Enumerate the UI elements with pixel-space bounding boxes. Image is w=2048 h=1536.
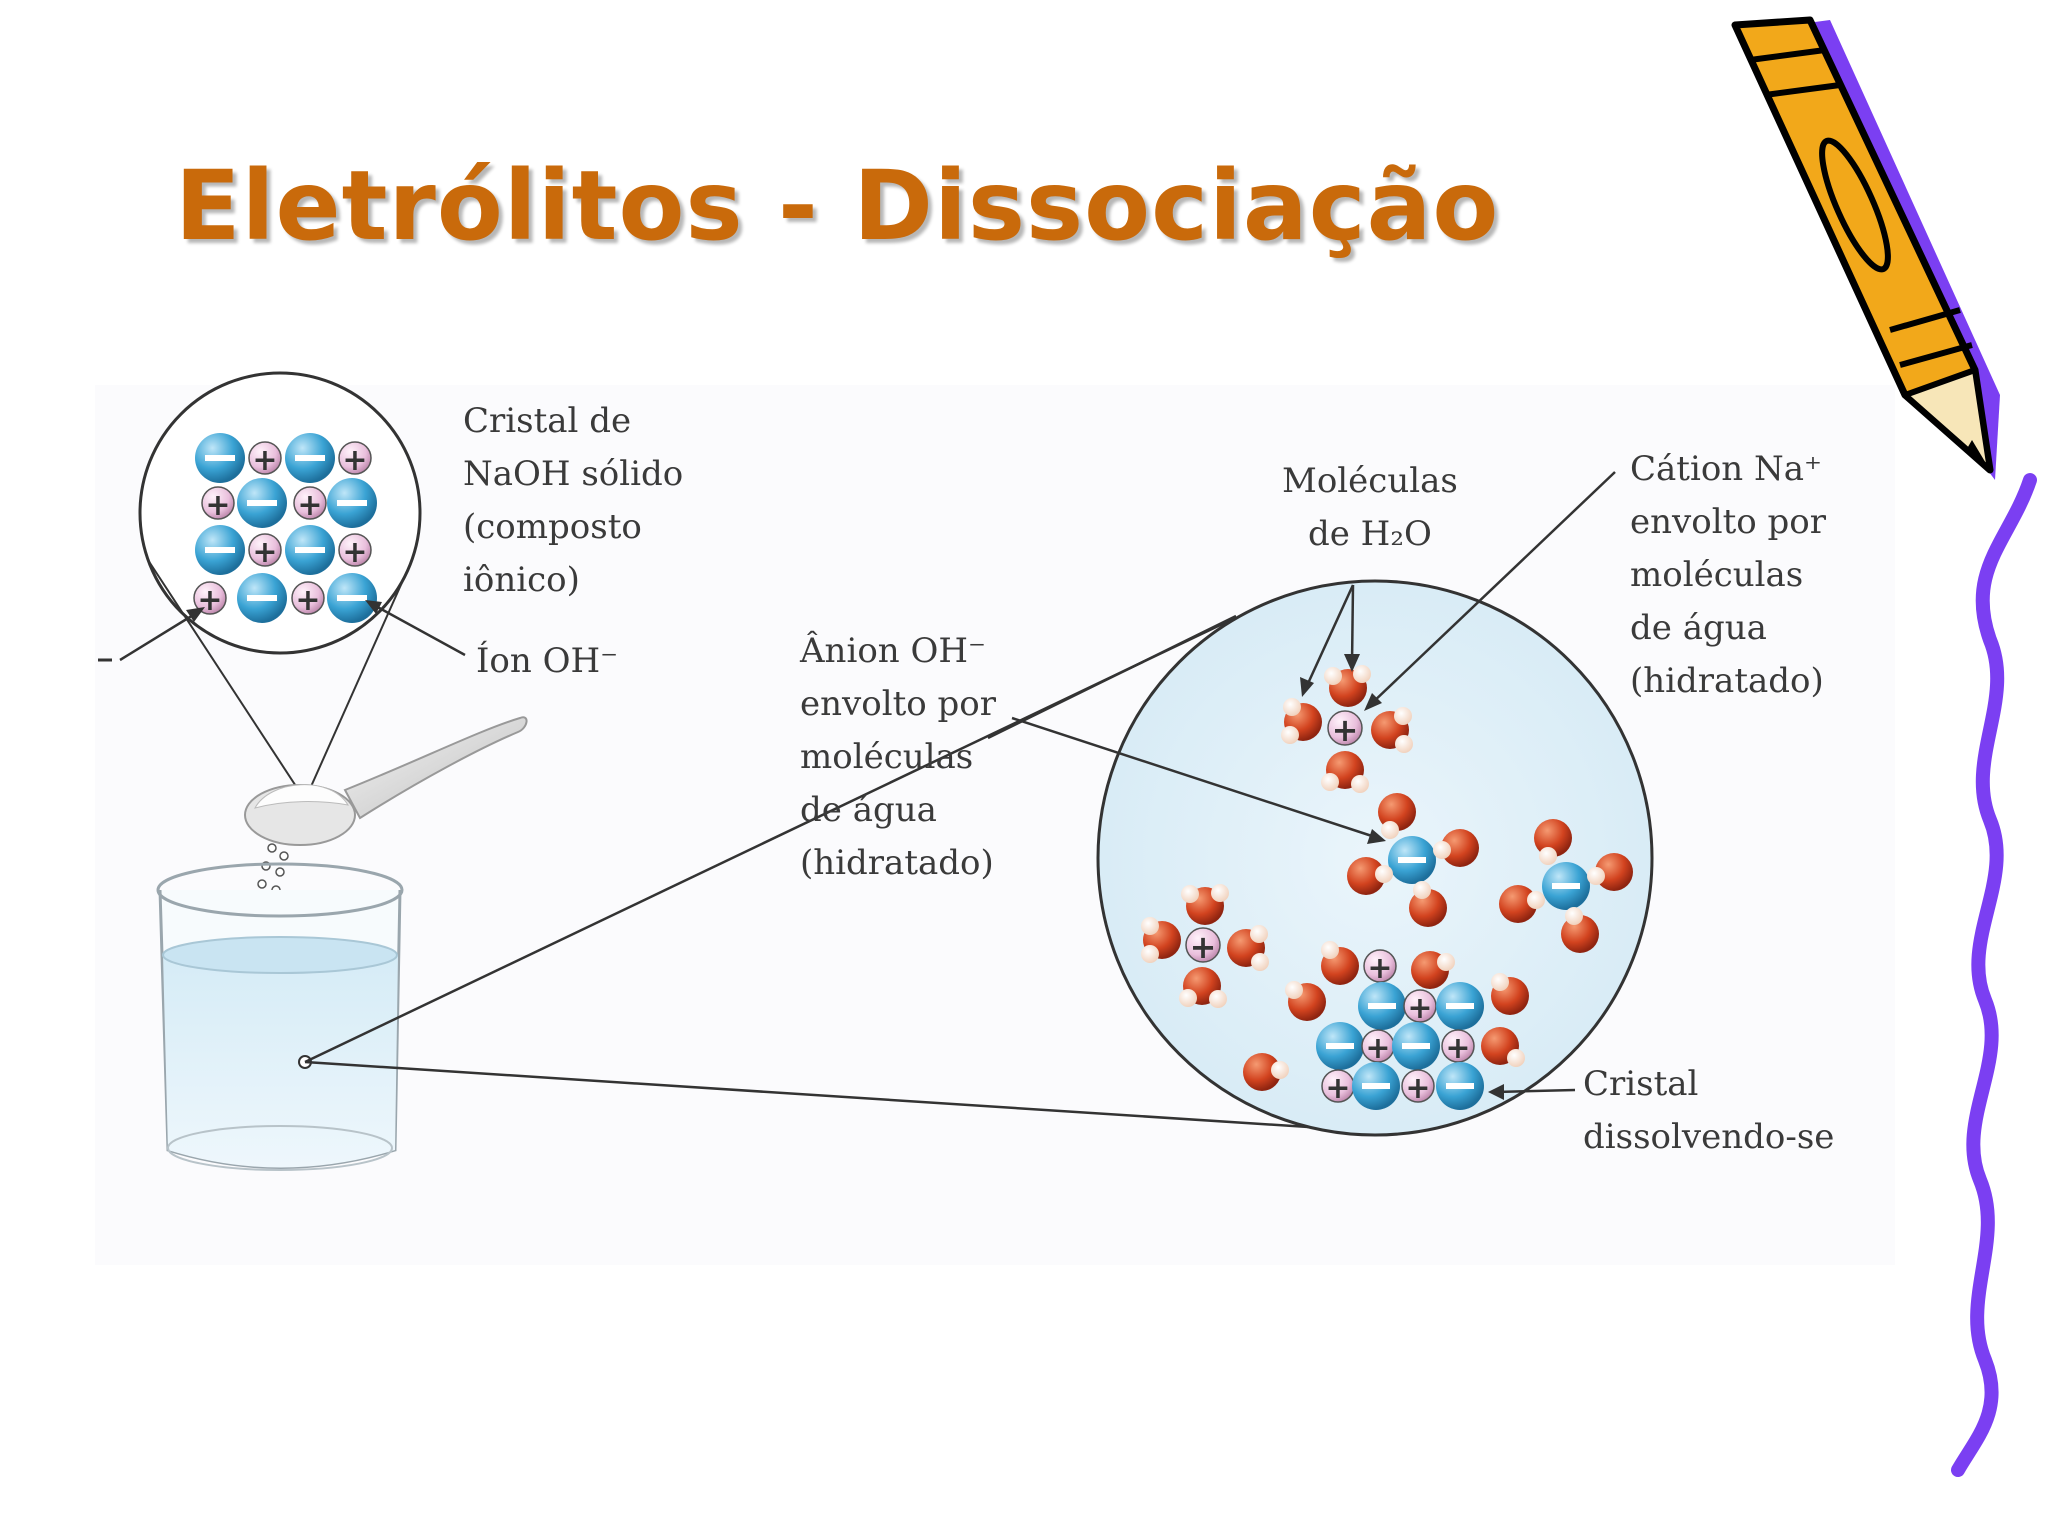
svg-text:+: + — [205, 488, 230, 523]
label-line: moléculas — [1630, 555, 1804, 595]
hydrated-anion-right — [1499, 819, 1633, 953]
svg-text:+: + — [1445, 1031, 1470, 1066]
label-line: (composto — [463, 507, 642, 547]
crystal-magnifier: + + + + + + + + — [98, 371, 466, 801]
svg-text:+: + — [342, 443, 367, 478]
hydrated-cation-left: + — [1141, 884, 1269, 1008]
label-line: de água — [800, 790, 937, 830]
label-line: NaOH sólido — [463, 454, 684, 494]
svg-text:+: + — [1190, 928, 1217, 966]
svg-text:+: + — [1365, 1031, 1390, 1066]
label-line: envolto por — [800, 684, 996, 724]
svg-text:+: + — [1325, 1071, 1350, 1106]
label-line: Cristal de — [463, 401, 632, 441]
spoon — [244, 716, 528, 846]
dissolving-crystal: + + + + + + — [1243, 941, 1529, 1110]
arrowheads — [1300, 654, 1504, 1100]
label-line: de H₂O — [1307, 514, 1432, 554]
label-line: Íon OH⁻ — [476, 641, 619, 681]
label-cation-na: Cátion Na⁺ envolto por moléculas de água… — [1630, 443, 1826, 708]
svg-text:+: + — [295, 583, 320, 618]
slide-title: Eletrólitos - Dissociação — [175, 150, 1500, 262]
svg-text:+: + — [1367, 951, 1392, 986]
label-line: dissolvendo-se — [1583, 1117, 1835, 1157]
hydrated-cation-top: + — [1281, 665, 1413, 793]
label-line: (hidratado) — [1630, 661, 1824, 701]
label-line: moléculas — [800, 737, 974, 777]
label-water-molecules: Moléculas de H₂O — [1282, 455, 1458, 561]
svg-text:+: + — [252, 535, 277, 570]
svg-text:+: + — [297, 488, 322, 523]
label-line: (hidratado) — [800, 843, 994, 883]
label-line: Moléculas — [1282, 461, 1458, 501]
svg-text:+: + — [1407, 991, 1432, 1026]
label-line: de água — [1630, 608, 1767, 648]
label-ion-oh: Íon OH⁻ — [476, 635, 618, 688]
hydrated-anion-center — [1347, 793, 1479, 927]
label-anion-oh: Ânion OH⁻ envolto por moléculas de água … — [800, 625, 996, 890]
svg-text:+: + — [197, 583, 222, 618]
svg-text:+: + — [252, 443, 277, 478]
beaker — [156, 862, 404, 1171]
svg-text:+: + — [1332, 711, 1359, 749]
label-line: Ânion OH⁻ — [800, 631, 986, 671]
label-line: Cátion Na⁺ — [1630, 449, 1822, 489]
crystal-lattice: + + + + + + + + — [193, 433, 377, 623]
label-line: iônico) — [463, 560, 580, 600]
label-line: Cristal — [1583, 1064, 1699, 1104]
label-line: envolto por — [1630, 502, 1826, 542]
svg-text:+: + — [342, 535, 367, 570]
label-crystal-solid: Cristal de NaOH sólido (composto iônico) — [463, 395, 683, 607]
label-crystal-dissolving: Cristal dissolvendo-se — [1583, 1058, 1834, 1164]
svg-text:+: + — [1405, 1071, 1430, 1106]
label-arrows — [987, 471, 1616, 1094]
